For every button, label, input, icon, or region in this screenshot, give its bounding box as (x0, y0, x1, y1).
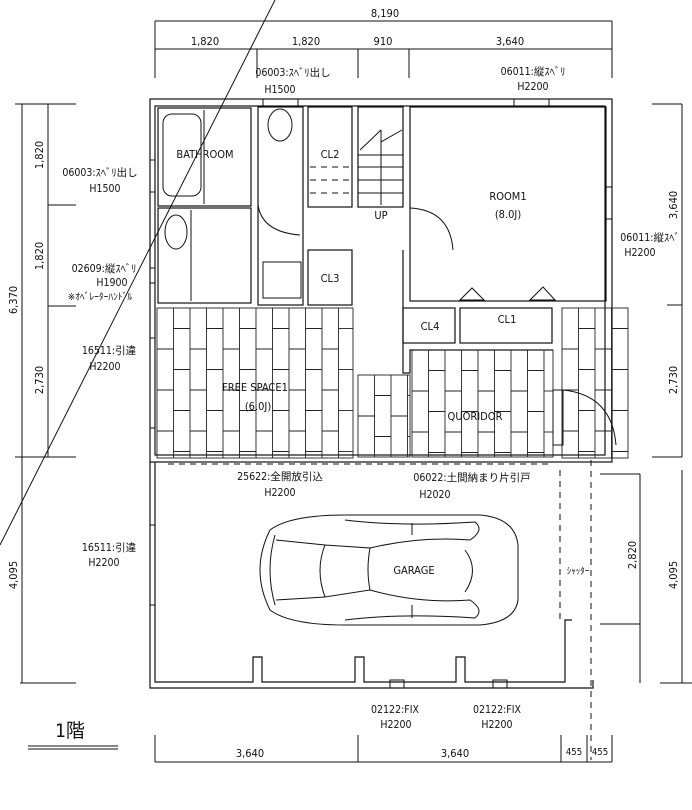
window-3-code: 06003:ｽﾍﾞﾘ出し (62, 166, 137, 179)
dim-left-3: 2,730 (33, 366, 46, 394)
dim-bottom-2: 3,640 (441, 747, 469, 760)
dim-right-garage: 4,095 (667, 561, 680, 589)
window-5-code: 16511:引違 (82, 344, 137, 357)
label-free-space-size: (6.0J) (245, 400, 272, 413)
window-marks (149, 98, 613, 689)
label-corridor: QUORIDOR (448, 410, 503, 423)
entrance-door (552, 389, 617, 446)
window-2-code: 06011:縦ｽﾍﾞﾘ (501, 65, 566, 78)
label-free-space: FREE SPACE1 (222, 381, 288, 394)
interior-walls (157, 106, 607, 374)
window-9-height: H2200 (88, 557, 119, 569)
dim-left-garage: 4,095 (7, 561, 20, 589)
window-4-note: ※ｵﾍﾞﾚｰﾀｰﾊﾝﾄﾞﾙ (68, 292, 132, 303)
window-5-height: H2200 (89, 361, 120, 373)
dim-top-4: 3,640 (496, 35, 524, 48)
window-6-code: 06011:縦ｽﾍﾞ (620, 231, 679, 244)
window-4-height: H1900 (96, 277, 127, 289)
room-labels: BATHROOM CL2 CL3 UP ROOM1 (8.0J) CL4 CL1… (176, 148, 589, 577)
label-bathroom: BATHROOM (176, 148, 233, 161)
dim-right-1: 3,640 (667, 191, 680, 219)
label-cl4: CL4 (421, 320, 440, 333)
dim-bottom-1: 3,640 (236, 747, 264, 760)
window-11-height: H2200 (481, 719, 512, 731)
bottom-dimensions: 3,640 3,640 455 455 (154, 735, 613, 763)
dim-bottom-3: 455 (566, 747, 582, 758)
label-garage: GARAGE (393, 564, 434, 577)
window-1-code: 06003:ｽﾍﾞﾘ出し (255, 66, 330, 79)
label-cl2: CL2 (321, 148, 340, 161)
dim-right-shutter: 2,820 (626, 541, 639, 569)
right-dimensions: 3,640 2,730 4,095 2,820 (600, 103, 692, 684)
dim-right-2: 2,730 (667, 366, 680, 394)
window-11-code: 02122:FIX (473, 704, 521, 716)
window-4-code: 02609:縦ｽﾍﾞﾘ (72, 262, 137, 275)
top-dimensions: 8,190 1,820 1,820 910 3,640 (154, 7, 613, 78)
window-10-code: 02122:FIX (371, 704, 419, 716)
window-8-height: H2020 (419, 489, 450, 501)
window-2-height: H2200 (517, 81, 548, 93)
label-shutter: ｼｬｯﾀｰ (567, 566, 590, 577)
window-9-code: 16511:引違 (82, 541, 137, 554)
window-7-height: H2200 (264, 487, 295, 499)
window-3-height: H1500 (89, 183, 120, 195)
window-8-code: 06022:土間納まり片引戸 (413, 471, 530, 484)
dim-left-total: 6,370 (7, 286, 20, 314)
dim-left-2: 1,820 (33, 242, 46, 270)
window-1-height: H1500 (264, 84, 295, 96)
dim-bottom-4: 455 (592, 747, 608, 758)
tiled-floor-free-space (156, 307, 354, 459)
label-room1: ROOM1 (489, 190, 526, 203)
floor-title: 1階 (28, 720, 118, 750)
dim-left-1: 1,820 (33, 141, 46, 169)
window-6-height: H2200 (624, 247, 655, 259)
dim-top-1: 1,820 (191, 35, 219, 48)
dim-top-total: 8,190 (371, 7, 399, 20)
window-annotations: 06003:ｽﾍﾞﾘ出し H1500 06011:縦ｽﾍﾞﾘ H2200 060… (62, 65, 679, 731)
dim-top-3: 910 (374, 35, 393, 48)
car-icon (0, 0, 519, 626)
label-cl1: CL1 (498, 313, 517, 326)
left-dimensions: 6,370 1,820 1,820 2,730 4,095 (7, 103, 76, 684)
label-room1-size: (8.0J) (495, 208, 522, 221)
tiled-floor-corridor (357, 307, 629, 459)
dim-top-2: 1,820 (292, 35, 320, 48)
stairs (310, 129, 403, 205)
label-cl3: CL3 (321, 272, 340, 285)
floor-label: 1階 (55, 720, 85, 742)
window-7-code: 25622:全開放引込 (237, 470, 323, 483)
window-10-height: H2200 (380, 719, 411, 731)
label-up: UP (374, 209, 387, 222)
